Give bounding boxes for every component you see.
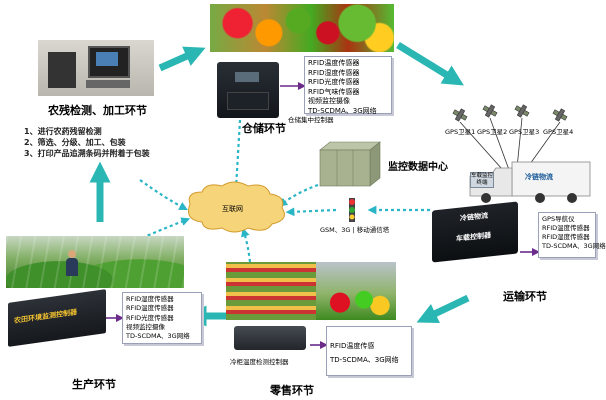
link-production-internet: [141, 217, 191, 240]
truck-terminal-label: 车载监控终端: [470, 172, 494, 188]
vehicle-controller-text-1: 车载控制器: [456, 231, 491, 243]
transport-title: 运输环节: [503, 290, 547, 303]
storage-controller-label: 仓储集中控制器: [288, 116, 334, 124]
vehicle-controller-device: 冷链物流 车载控制器: [432, 201, 518, 263]
link-monitor-internet: [278, 183, 319, 207]
transport-sensor-3: TD-SCDMA、3G网络: [542, 242, 606, 250]
production-sensor-3: 视频监控摄像: [126, 322, 165, 331]
transport-sensor-box: GPS导航仪 RFID温度传感器 RFID湿度传感器 TD-SCDMA、3G网络: [538, 212, 606, 258]
freezer-controller-device: [234, 326, 306, 350]
network-links: [139, 119, 430, 263]
storage-sensor-5: TD-SCDMA、3G网络: [308, 106, 377, 115]
truck-terminal-text: 车载监控终端: [471, 173, 494, 186]
link-retail-internet: [241, 227, 252, 263]
gps-label-1: GPS卫星2: [477, 128, 508, 136]
transport-sensor-0: GPS导航仪: [542, 215, 575, 223]
link-processing-internet: [139, 179, 188, 211]
storage-title: 仓储环节: [242, 122, 286, 135]
flow-arrow-processing-to-storage: [158, 46, 206, 72]
freezer-controller-label: 冷柜温度检测控制器: [230, 358, 289, 366]
production-sensor-2: RFID光度传感器: [126, 313, 174, 322]
production-sensor-box: RFID湿度传感器 RFID温度传感器 RFID光度传感器 视频监控摄像 TD-…: [122, 292, 202, 344]
farmland-controller-text: 农田环境监测控制器: [14, 308, 77, 326]
storage-sensor-box: RFID温度传感器 RFID湿度传感器 RFID光度传感器 RFID气味传感器 …: [304, 56, 392, 115]
storage-sensor-1: RFID湿度传感器: [308, 68, 360, 77]
vehicle-controller-text-0: 冷链物流: [460, 211, 488, 223]
mobile-tower-icon: [349, 198, 355, 222]
monitoring-center-icon: [319, 141, 381, 187]
flow-arrows: [89, 42, 470, 327]
retail-sensor-box: RFID温度传感 TD-SCDMA、3G网络: [326, 326, 412, 376]
production-sensor-4: TD-SCDMA、3G网络: [126, 332, 190, 341]
gps-label-3: GPS卫星4: [543, 128, 574, 136]
flow-arrow-storage-to-transport: [396, 42, 464, 86]
truck-side-text: 冷链物流: [525, 173, 553, 181]
processing-steps: 1、进行农药残留检测 2、筛选、分级、加工、包装 3、打印产品追溯条码并附着于包…: [24, 126, 150, 159]
vegetables-photo: [210, 4, 394, 52]
greenhouse-photo: [6, 236, 184, 288]
gps-satellite-icons: [452, 104, 568, 122]
transport-sensor-2: RFID湿度传感器: [542, 233, 590, 241]
processing-step-2: 3、打印产品追溯条码并附着于包装: [24, 149, 150, 158]
link-mobile-internet: [285, 207, 337, 217]
supermarket-photo-right: [316, 262, 396, 320]
purple-links: [106, 82, 540, 349]
production-sensor-0: RFID湿度传感器: [126, 295, 174, 303]
link-storage-internet: [231, 119, 242, 193]
storage-sensor-4: 视频监控摄像: [308, 97, 350, 105]
transport-sensor-1: RFID温度传感器: [542, 224, 590, 232]
flow-arrow-transport-to-retail: [416, 294, 470, 323]
supermarket-photo-left: [226, 262, 316, 320]
processing-step-0: 1、进行农药残留检测: [24, 127, 102, 136]
internet-label: 互联网: [222, 205, 243, 213]
storage-controller-device: [217, 62, 279, 118]
retail-sensor-0: RFID温度传感: [330, 342, 375, 350]
inspection-equipment-photo: [38, 40, 154, 96]
processing-title: 农残检测、加工环节: [48, 104, 147, 117]
production-sensor-1: RFID温度传感器: [126, 304, 174, 313]
storage-sensor-3: RFID气味传感器: [308, 87, 360, 96]
mobile-label: GSM、3G | 移动通信塔: [320, 226, 390, 234]
retail-title: 零售环节: [270, 384, 314, 397]
processing-step-1: 2、筛选、分级、加工、包装: [24, 138, 126, 147]
gps-label-0: GPS卫星1: [445, 128, 476, 136]
gps-label-2: GPS卫星3: [509, 128, 540, 136]
internet-cloud: [188, 181, 285, 233]
storage-sensor-2: RFID光度传感器: [308, 78, 360, 86]
storage-sensor-0: RFID温度传感器: [308, 59, 360, 67]
production-title: 生产环节: [72, 378, 116, 391]
retail-sensor-1: TD-SCDMA、3G网络: [330, 356, 399, 364]
monitoring-title: 监控数据中心: [388, 162, 448, 173]
